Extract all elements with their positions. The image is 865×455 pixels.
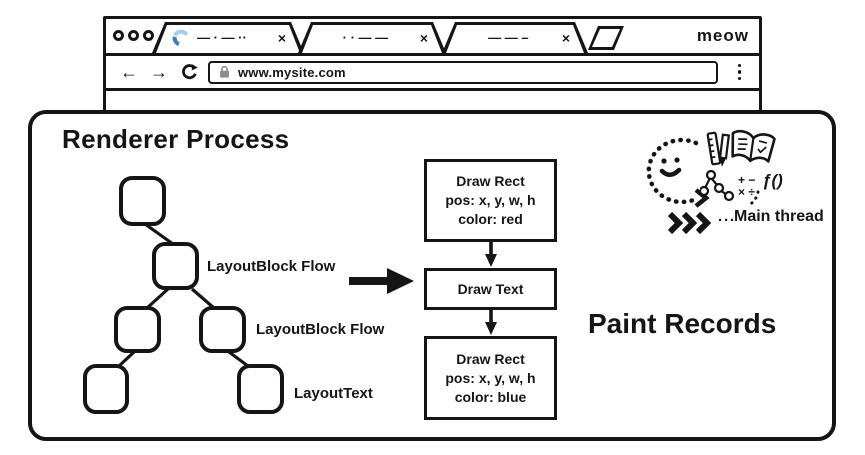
paint-record-line: Draw Text [457,280,524,297]
new-tab-fill [592,29,620,47]
tab-fill [302,25,442,53]
math-icon: + − [738,173,755,187]
overflow-menu-icon[interactable] [736,62,744,83]
down-arrow-icon [483,310,499,341]
paint-record-line: pos: x, y, w, h [445,192,536,208]
window-controls [113,30,154,41]
tab-close-icon[interactable]: × [277,29,286,46]
new-tab-button[interactable] [588,26,624,50]
main-thread-label: Main thread [734,208,824,225]
paint-records-heading: Paint Records [588,308,777,339]
layout-node [114,306,161,353]
paint-record-line: Draw Rect [456,173,525,189]
tab-close-icon[interactable]: × [419,29,428,46]
forward-button[interactable]: → [150,62,168,82]
layout-node-label: LayoutBlock Flow [207,258,336,275]
url-text: www.mysite.com [238,64,346,80]
paint-record-box: Draw Text [424,268,557,310]
down-arrow-icon [483,242,499,273]
pencil-icon [718,133,731,167]
triple-chevron-icon [667,211,717,239]
paint-record-line: color: blue [454,388,527,405]
paint-record-line: color: red [458,211,523,227]
browser-tab-1[interactable]: — · — ·· × [152,22,304,53]
url-bar[interactable]: www.mysite.com [208,60,718,84]
tab-close-icon[interactable]: × [561,29,570,46]
ruler-icon [706,131,722,166]
layout-tree-edges [117,222,249,368]
main-thread-tools-icons: + − × ÷ ƒ() [698,128,796,211]
window-control-icon[interactable] [143,30,154,41]
tab-title-squiggle: — — – [488,30,529,45]
tab-title-squiggle: · · — — [342,30,389,45]
artist-signature: meow [696,26,749,45]
paint-record-box: Draw Rect pos: x, y, w, h color: red [424,159,557,242]
browser-nav-bar: ← → www.mysite.com [106,56,759,91]
paint-record-box: Draw Rect pos: x, y, w, h color: blue [424,336,557,420]
paint-record-line: Draw Rect [456,350,525,367]
tab-strip: — · — ·· × · · — — × — — – × [106,19,759,56]
dom-tree-icon [698,169,735,202]
back-button[interactable]: ← [120,62,138,82]
loading-spinner-icon [172,29,190,47]
window-control-icon[interactable] [128,30,139,41]
layout-node-label: LayoutText [294,385,373,402]
browser-tab-3[interactable]: — — – × [442,22,588,53]
layout-node [152,242,199,290]
panel-title: Renderer Process [62,124,290,154]
tab-fill [446,25,584,53]
paint-record-line: pos: x, y, w, h [445,369,536,386]
refresh-icon[interactable] [180,63,198,81]
right-arrow-icon [349,267,415,300]
layout-node [237,364,284,414]
book-icon [731,129,776,163]
layout-node [83,364,129,414]
layout-node [119,176,166,226]
browser-tab-2[interactable]: · · — — × [298,22,446,53]
math-icon: × ÷ [738,185,755,199]
layout-node [199,306,246,353]
renderer-process-panel: Renderer Process LayoutBlock Flow Layout… [28,110,836,441]
window-control-icon[interactable] [113,30,124,41]
tab-title-squiggle: — · — ·· [197,30,247,45]
layout-node-label: LayoutBlock Flow [256,321,385,338]
dotted-trail: ··· [718,212,736,229]
function-icon: ƒ() [762,171,783,190]
lock-icon [218,65,231,79]
